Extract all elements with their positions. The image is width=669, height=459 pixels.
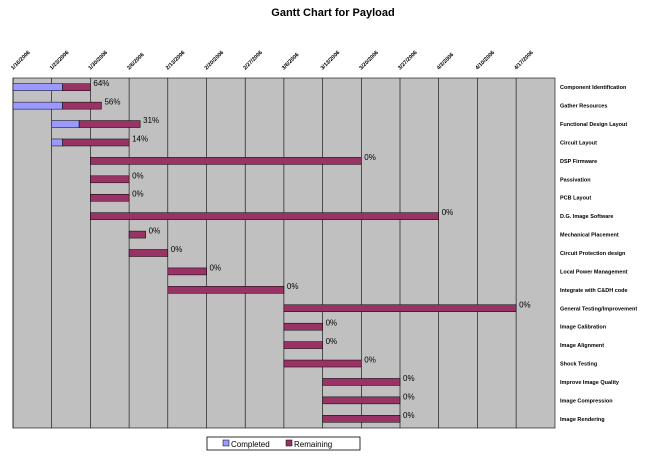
x-tick-label: 3/27/2006 bbox=[397, 50, 419, 72]
task-label: D.G. Image Software bbox=[560, 214, 614, 220]
bar-percent-label: 0% bbox=[149, 227, 161, 236]
bar-remaining bbox=[62, 101, 102, 110]
bar-remaining bbox=[283, 322, 323, 331]
bar-percent-label: 0% bbox=[326, 319, 338, 328]
task-label: Mechanical Placement bbox=[560, 233, 619, 239]
bar-percent-label: 0% bbox=[210, 263, 222, 272]
x-tick-label: 2/20/2006 bbox=[204, 50, 226, 72]
legend-label-remaining: Remaining bbox=[294, 440, 332, 449]
task-label: Image Calibration bbox=[560, 325, 607, 331]
bar-percent-label: 0% bbox=[171, 245, 183, 254]
task-label: Passivation bbox=[560, 177, 591, 183]
bar-remaining bbox=[167, 267, 207, 276]
bar-percent-label: 0% bbox=[132, 190, 144, 199]
bar-completed bbox=[51, 138, 63, 147]
task-label: Component Identification bbox=[560, 85, 627, 91]
bar-remaining bbox=[322, 396, 401, 405]
bar-remaining bbox=[78, 120, 141, 128]
task-label: Circuit Layout bbox=[560, 140, 597, 146]
bar-percent-label: 0% bbox=[326, 337, 338, 346]
bar-percent-label: 0% bbox=[132, 171, 144, 180]
task-label: Circuit Protection design bbox=[560, 251, 626, 257]
bar-completed bbox=[51, 120, 80, 128]
x-tick-label: 4/17/2006 bbox=[513, 50, 535, 72]
task-label: Image Alignment bbox=[560, 343, 604, 349]
bar-remaining bbox=[283, 304, 517, 313]
x-tick-label: 1/16/2006 bbox=[10, 50, 32, 72]
bar-remaining bbox=[322, 378, 401, 386]
x-tick-label: 4/3/2006 bbox=[436, 52, 455, 71]
task-label: PCB Layout bbox=[560, 196, 591, 202]
bar-remaining bbox=[90, 175, 130, 184]
legend-swatch-completed bbox=[222, 439, 230, 447]
x-tick-label: 2/13/2006 bbox=[165, 50, 187, 72]
bar-completed bbox=[12, 101, 63, 110]
bar-percent-label: 64% bbox=[93, 79, 109, 88]
x-axis-ticks: 1/16/2006 1/23/2006 1/30/2006 2/6/2006 2/13/… bbox=[10, 50, 535, 72]
legend-label-completed: Completed bbox=[231, 440, 270, 449]
bar-percent-label: 0% bbox=[403, 411, 415, 420]
task-label: General Testing/Improvement bbox=[560, 306, 637, 312]
bar-remaining bbox=[128, 230, 146, 239]
task-label: Gather Resources bbox=[560, 104, 607, 110]
x-tick-label: 2/27/2006 bbox=[242, 50, 264, 72]
bar-remaining bbox=[128, 249, 169, 257]
x-tick-label: 3/20/2006 bbox=[358, 50, 380, 72]
x-tick-label: 4/10/2006 bbox=[475, 50, 497, 72]
task-label: Image Compression bbox=[560, 398, 613, 404]
x-tick-label: 2/6/2006 bbox=[126, 52, 145, 71]
bar-percent-label: 0% bbox=[403, 392, 415, 401]
x-tick-label: 3/6/2006 bbox=[281, 52, 300, 71]
bar-remaining bbox=[167, 286, 285, 294]
bar-percent-label: 14% bbox=[132, 134, 148, 143]
bar-percent-label: 0% bbox=[364, 153, 376, 162]
bar-remaining bbox=[62, 138, 130, 147]
bar-remaining bbox=[90, 157, 362, 165]
legend-box bbox=[206, 436, 361, 451]
task-label: Functional Design Layout bbox=[560, 122, 627, 128]
bar-percent-label: 0% bbox=[364, 356, 376, 365]
bar-completed bbox=[12, 83, 63, 91]
bar-percent-label: 0% bbox=[442, 208, 454, 217]
legend: Completed Remaining bbox=[206, 436, 361, 451]
bar-remaining bbox=[322, 415, 401, 423]
bar-remaining bbox=[283, 359, 362, 368]
x-tick-label: 1/23/2006 bbox=[49, 50, 71, 72]
legend-swatch-remaining bbox=[285, 439, 293, 447]
bar-remaining bbox=[90, 212, 439, 220]
chart-title: Gantt Chart for Payload bbox=[271, 7, 394, 19]
x-tick-label: 1/30/2006 bbox=[88, 50, 110, 72]
task-label: Local Power Management bbox=[560, 269, 628, 275]
task-bars: 64% 56% 31% 14% 0% 0% 0% 0% 0% 0% 0% 0% 0% 0% 0% 0% 0% 0%… bbox=[12, 79, 531, 423]
bar-percent-label: 31% bbox=[143, 116, 159, 125]
task-label: Shock Testing bbox=[560, 362, 597, 368]
bar-remaining bbox=[62, 83, 91, 91]
bar-percent-label: 0% bbox=[519, 300, 531, 309]
task-label: DSP Firmware bbox=[560, 159, 597, 165]
x-tick-label: 3/13/2006 bbox=[320, 50, 342, 72]
task-label: Integrate with C&DH code bbox=[560, 288, 628, 294]
bar-percent-label: 0% bbox=[403, 374, 415, 383]
bar-percent-label: 56% bbox=[104, 98, 120, 107]
task-label: Image Rendering bbox=[560, 417, 605, 423]
bar-remaining bbox=[90, 193, 130, 202]
bar-percent-label: 0% bbox=[287, 282, 299, 291]
bar-remaining bbox=[283, 341, 323, 349]
task-label: Improve Image Quality bbox=[560, 380, 620, 386]
grid-lines bbox=[12, 78, 517, 428]
